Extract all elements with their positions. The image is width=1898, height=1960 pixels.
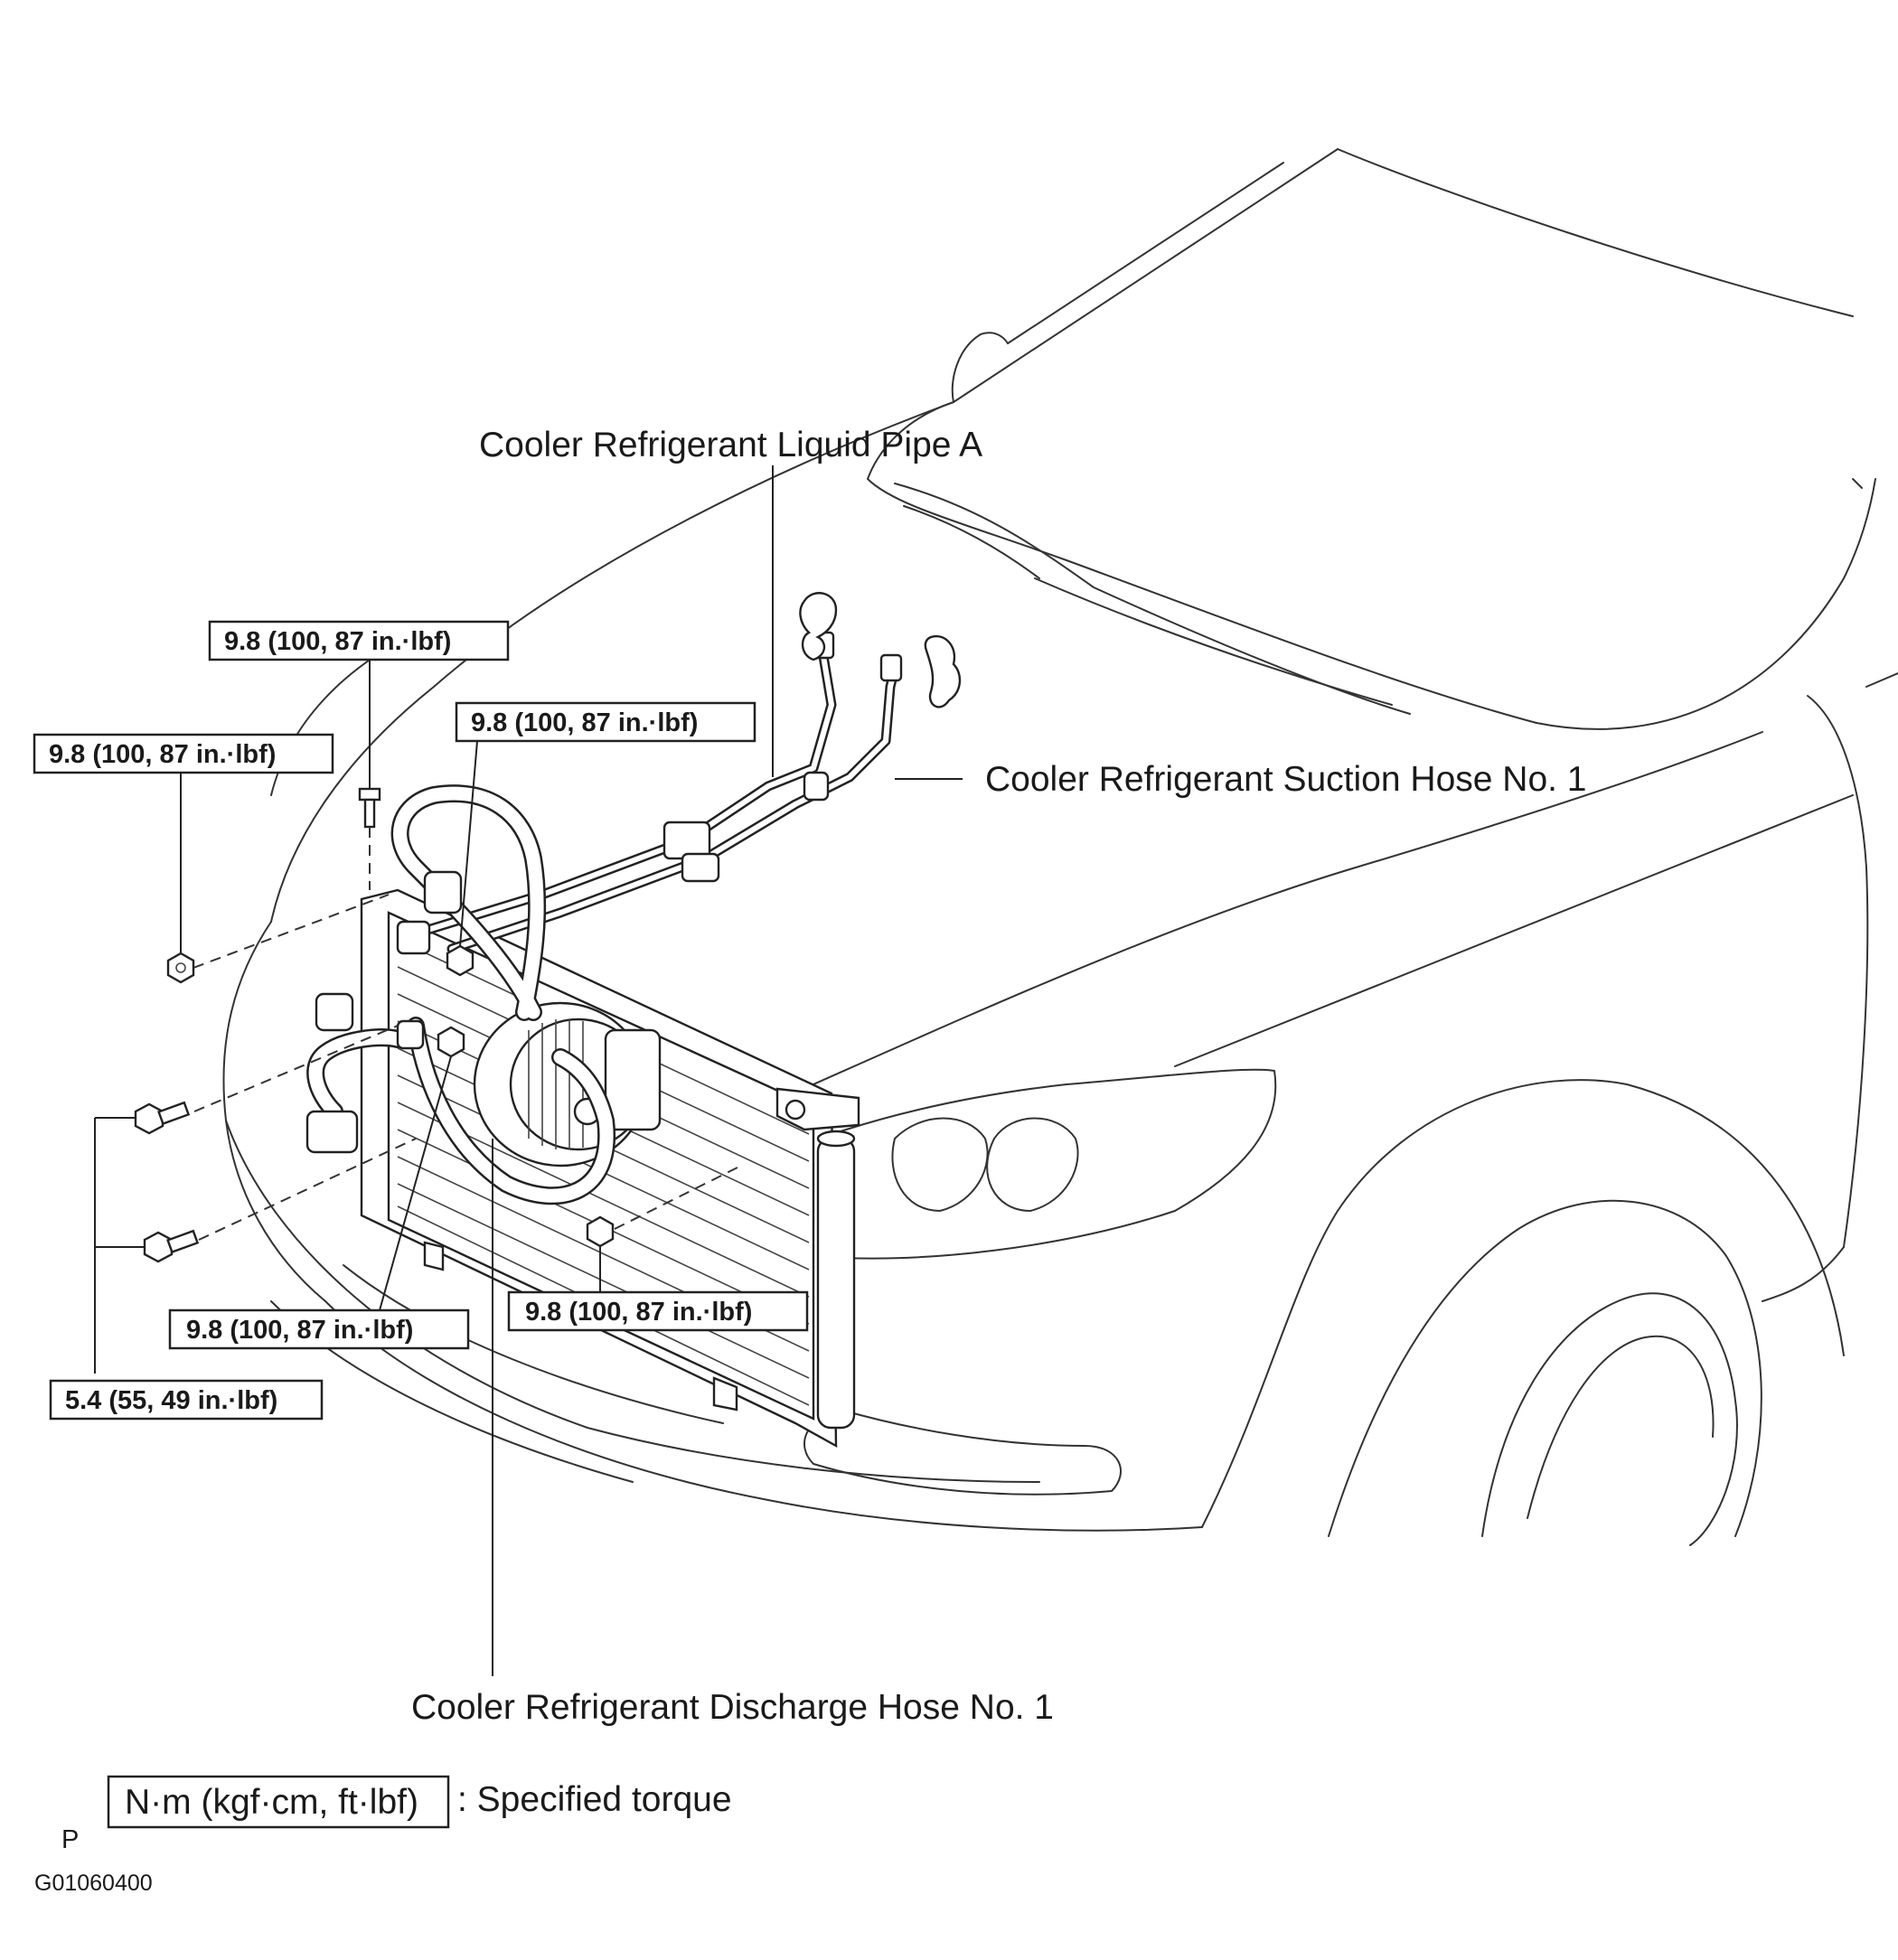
condenser <box>360 888 860 1449</box>
pipe-clamps <box>799 592 962 708</box>
figure-id: G01060400 <box>34 1871 153 1896</box>
torque-box-3: 9.8 (100, 87 in.·lbf) <box>455 701 756 743</box>
torque-value-2: 9.8 (100, 87 in.·lbf) <box>49 740 276 769</box>
page-marker: P <box>61 1825 79 1854</box>
torque-value-3: 9.8 (100, 87 in.·lbf) <box>471 708 698 737</box>
fasteners <box>134 787 615 1263</box>
torque-box-4: 9.8 (100, 87 in.·lbf) <box>168 1308 470 1350</box>
torque-box-5: 9.8 (100, 87 in.·lbf) <box>507 1290 809 1332</box>
torque-value-4: 9.8 (100, 87 in.·lbf) <box>186 1316 413 1345</box>
refrigerant-lines <box>305 631 903 1205</box>
leader-lines <box>94 465 963 1676</box>
install-guide-lines <box>193 827 742 1241</box>
car-body-outline <box>222 148 1898 1546</box>
torque-box-2: 9.8 (100, 87 in.·lbf) <box>33 733 334 774</box>
legend-unit: N·m (kgf·cm, ft·lbf) <box>125 1783 418 1822</box>
torque-box-6: 5.4 (55, 49 in.·lbf) <box>49 1379 324 1421</box>
torque-legend: N·m (kgf·cm, ft·lbf) : Specified torque <box>107 1775 732 1829</box>
suction-hose-label: Cooler Refrigerant Suction Hose No. 1 <box>985 760 1587 799</box>
torque-value-6: 5.4 (55, 49 in.·lbf) <box>65 1386 277 1415</box>
liquid-pipe-label: Cooler Refrigerant Liquid Pipe A <box>479 426 982 464</box>
legend-description: : Specified torque <box>457 1780 732 1819</box>
torque-value-1: 9.8 (100, 87 in.·lbf) <box>224 627 451 656</box>
torque-box-1: 9.8 (100, 87 in.·lbf) <box>208 620 510 661</box>
torque-value-5: 9.8 (100, 87 in.·lbf) <box>525 1298 752 1327</box>
discharge-hose-label: Cooler Refrigerant Discharge Hose No. 1 <box>411 1688 1054 1727</box>
